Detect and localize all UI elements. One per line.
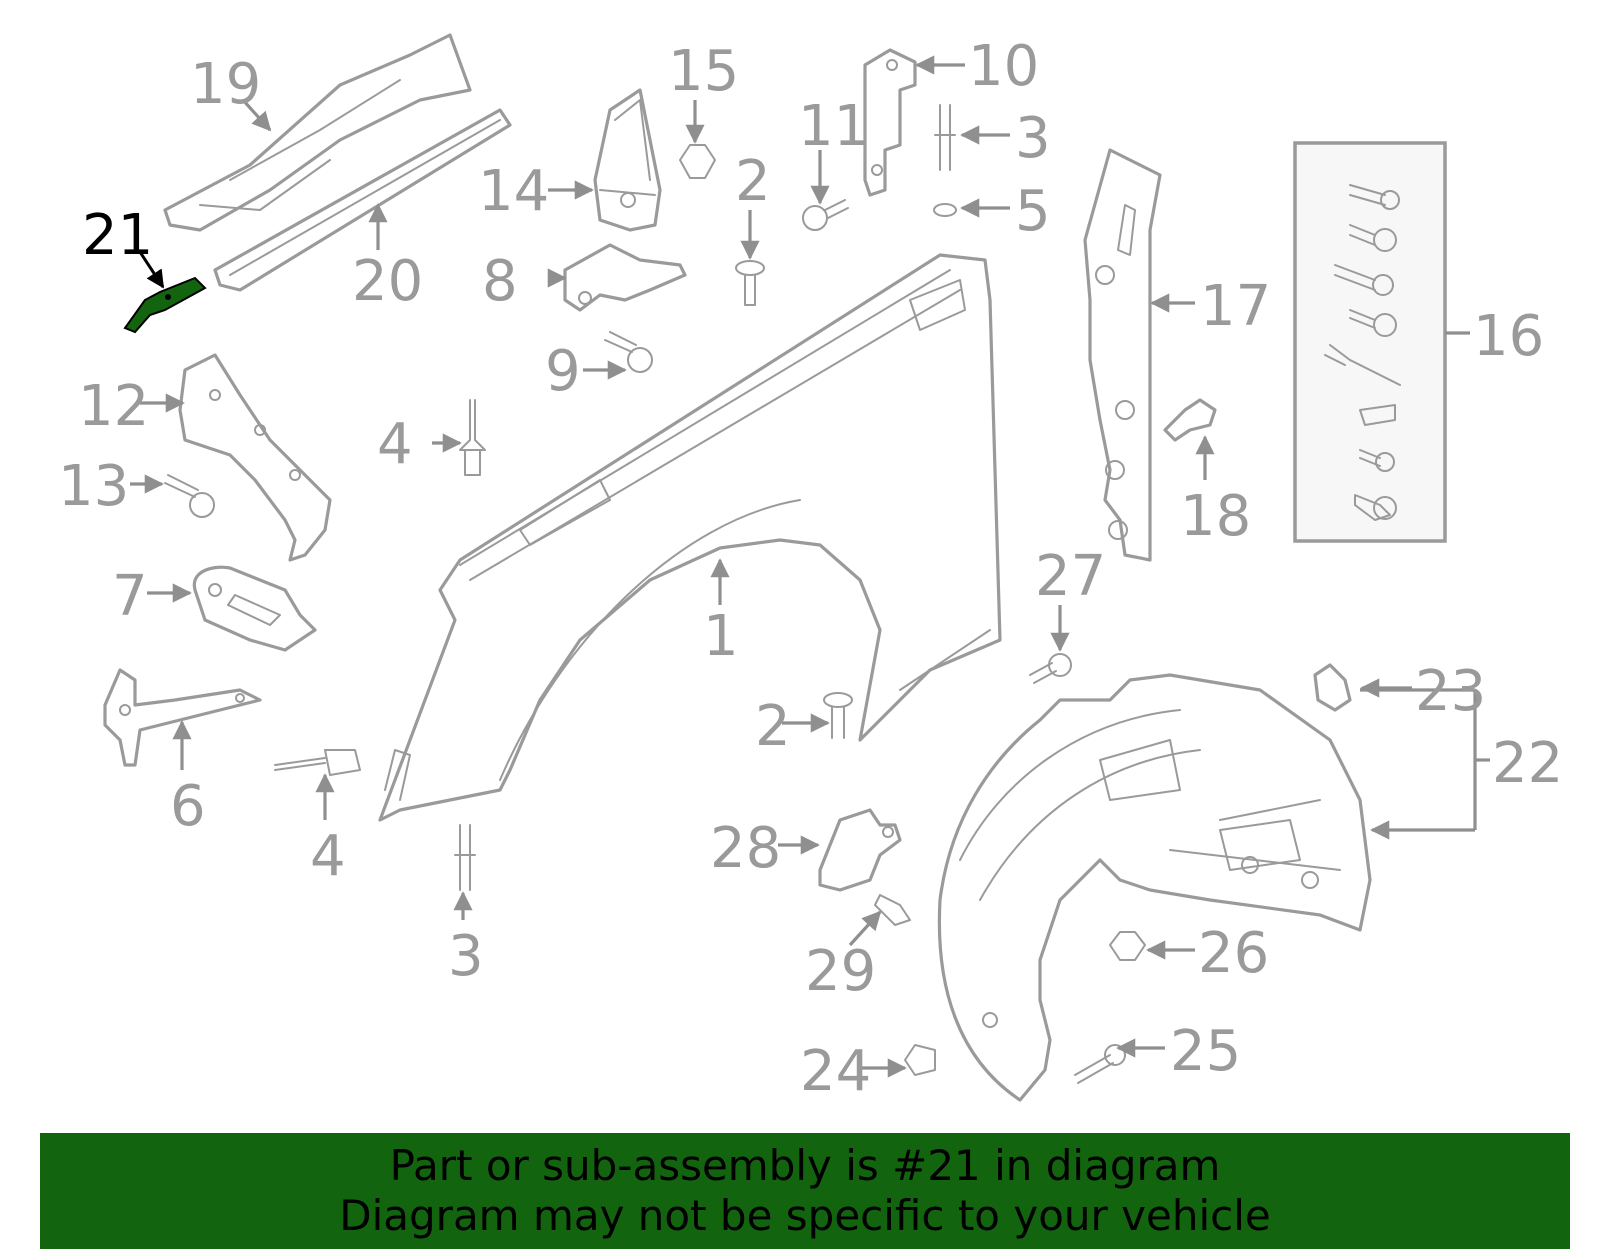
callout-3-lower: 3 — [448, 924, 484, 989]
callout-14: 14 — [478, 159, 549, 224]
callout-6: 6 — [170, 774, 206, 839]
leader-arrows — [130, 55, 1490, 1078]
callout-9: 9 — [545, 339, 581, 404]
callout-11: 11 — [798, 94, 869, 159]
callout-17: 17 — [1200, 274, 1271, 339]
callout-15: 15 — [668, 39, 739, 104]
callout-4-lower: 4 — [310, 824, 346, 889]
callout-3-upper: 3 — [1015, 106, 1051, 171]
callout-21: 21 — [82, 203, 153, 268]
callout-20: 20 — [352, 249, 423, 314]
callout-labels: 19 20 21 12 13 7 6 4 3 14 15 8 9 4 2 10 … — [58, 34, 1563, 1104]
bracket-part-10 — [863, 48, 917, 197]
callout-2-lower: 2 — [755, 694, 791, 759]
banner-line-part: Part or sub-assembly is #21 in diagram — [389, 1141, 1221, 1190]
callout-10: 10 — [968, 34, 1039, 99]
kit-box-part-16 — [1293, 141, 1447, 543]
callout-24: 24 — [800, 1039, 871, 1104]
fender-part-1 — [378, 253, 1002, 822]
callout-26: 26 — [1198, 921, 1269, 986]
callout-5: 5 — [1015, 179, 1051, 244]
pad-part-7 — [192, 565, 317, 652]
callout-28: 28 — [710, 816, 781, 881]
callout-16: 16 — [1473, 304, 1544, 369]
callout-19: 19 — [190, 52, 261, 117]
callout-18: 18 — [1180, 484, 1251, 549]
bracket-part-28 — [818, 808, 902, 892]
bracket-part-6 — [103, 668, 262, 767]
clip-part-23 — [1313, 663, 1352, 712]
rail-part-19 — [163, 33, 472, 232]
callout-22: 22 — [1492, 731, 1563, 796]
mount-part-14 — [593, 88, 662, 232]
callout-7: 7 — [112, 564, 148, 629]
bracket-part-8 — [563, 243, 687, 312]
wheel-liner-part-22 — [937, 673, 1372, 1102]
callout-8: 8 — [482, 249, 518, 314]
callout-23: 23 — [1415, 659, 1486, 724]
bracket-part-12 — [178, 353, 332, 562]
bracket-part-21-highlighted — [123, 276, 207, 334]
callout-29: 29 — [805, 939, 876, 1004]
banner-line-disclaimer: Diagram may not be specific to your vehi… — [339, 1191, 1271, 1240]
callout-2-upper: 2 — [735, 149, 771, 214]
callout-27: 27 — [1035, 544, 1106, 609]
callout-12: 12 — [78, 374, 149, 439]
callout-4-upper: 4 — [377, 412, 413, 477]
clip-part-18 — [1163, 398, 1217, 442]
callout-1: 1 — [703, 604, 739, 669]
info-banner: Part or sub-assembly is #21 in diagram D… — [40, 1133, 1570, 1249]
callout-25: 25 — [1170, 1019, 1241, 1084]
callout-13: 13 — [58, 454, 129, 519]
bracket-part-17 — [1083, 148, 1162, 562]
